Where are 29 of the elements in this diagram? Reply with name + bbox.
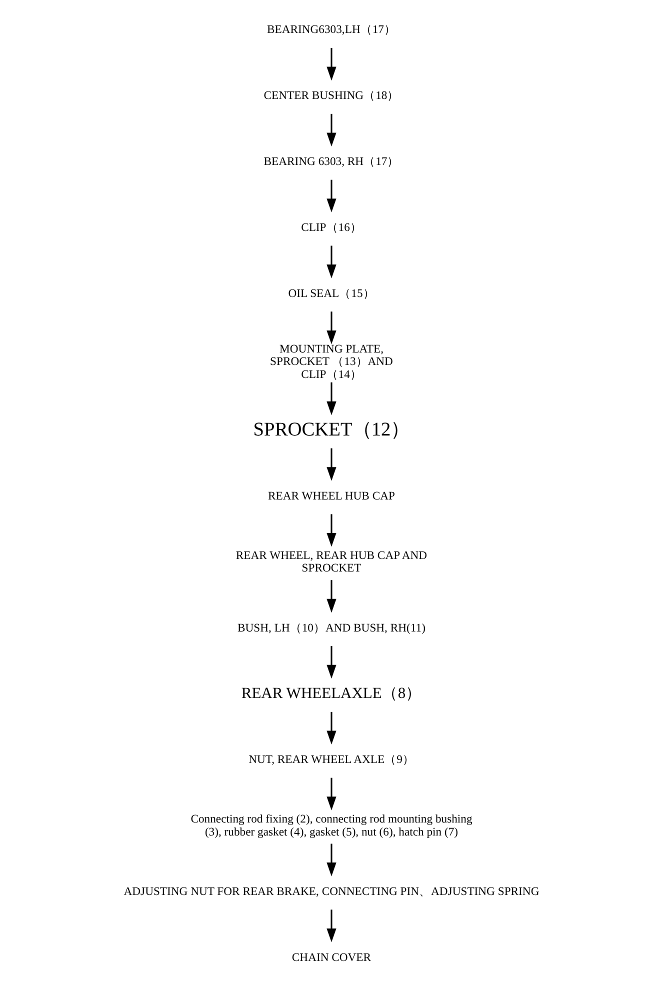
node-text: MOUNTING PLATE, SPROCKET （13）AND CLIP（14） [270,342,392,381]
node-text: SPROCKET（12） [252,419,410,440]
arrow [326,844,336,876]
arrow [326,712,336,745]
node-text: CENTER BUSHING（18） [263,89,399,102]
node-text: BEARING6303,LH（17） [266,23,396,36]
arrow [326,246,336,278]
arrow [326,580,336,613]
node-text: CHAIN COVER [291,950,371,964]
node-text: REAR WHEEL HUB CAP [268,489,394,502]
arrow [326,312,336,344]
node-text: REAR WHEEL, REAR HUB CAP AND SPROCKET [235,549,427,575]
node-text: BEARING 6303, RH（17） [263,155,399,168]
arrow [326,646,336,679]
arrow [326,180,336,212]
node-text: REAR WHEELAXLE（8） [240,684,422,702]
node-text: CLIP（16） [300,220,362,234]
arrow [326,448,336,481]
arrow [326,48,336,81]
arrow [326,114,336,146]
arrow [326,382,336,416]
arrow [326,514,336,547]
node-text: NUT, REAR WHEEL AXLE（9） [248,753,414,766]
node-text: ADJUSTING NUT FOR REAR BRAKE, CONNECTING PIN、ADJUSTING SPRING [123,884,539,898]
node-text: BUSH, LH（10）AND BUSH, RH(11) [237,621,425,634]
arrow [326,778,336,810]
node-text: Connecting rod fixing (2), connecting rod mounting bushing (3), rubber gasket (4), gasket (5), nut (6), hatch pin (7) [190,812,472,838]
node-text: OIL SEAL（15） [288,286,374,300]
arrow [326,910,336,942]
